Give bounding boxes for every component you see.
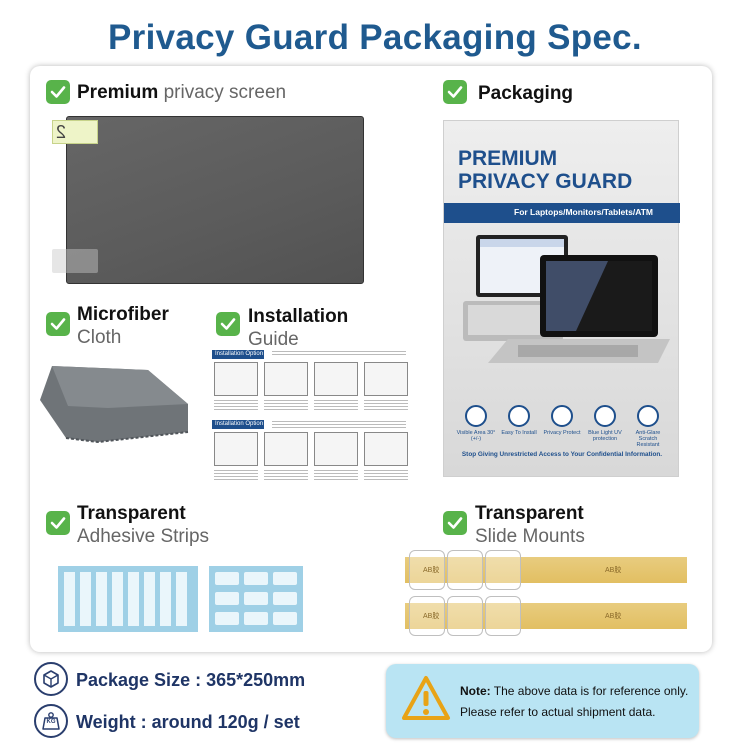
guide-text [272,351,406,356]
feature-visible-area: Visible Area 30°(+/-) [456,405,496,442]
dot [244,592,268,605]
installation-guide-image: Installation Option 1 Installation Optio… [212,350,408,484]
guide-step [314,432,358,466]
guide-step [364,362,408,396]
weight: Weight : around 120g / set [76,712,300,732]
screen-pull-tab [52,249,98,273]
guide-text [364,400,408,410]
strip [160,572,171,626]
diamond-icon [637,405,659,427]
dot [215,612,239,625]
dot [273,572,297,585]
box-footer: Stop Giving Unrestricted Access to Your … [461,451,663,458]
guide-text [314,400,358,410]
mount-clip [485,550,521,590]
box-headline: PREMIUM PRIVACY GUARD [458,147,633,193]
guide-step [214,362,258,396]
section-label-packaging: Packaging [478,83,574,104]
mount-clip [447,550,483,590]
laptop-illustration [463,235,670,363]
guide-step [214,432,258,466]
slide-mount: AB胶 AB胶 [405,550,687,590]
mount-clip [447,596,483,636]
microfiber-cloth-image [40,366,189,444]
section-label-premium: Premium privacy screen [77,82,287,103]
dot [244,612,268,625]
guide-text [214,470,258,480]
dot [244,572,268,585]
guide-option-2: Installation Option 2 [212,420,264,436]
feature-anti-glare: Anti-Glare Scratch Resistant [628,405,668,448]
guide-step [264,362,308,396]
guide-text [272,421,406,428]
packaging-box-image: PREMIUM PRIVACY GUARD For Laptops/Monito… [443,120,680,477]
guide-step [264,432,308,466]
warning-icon [402,676,450,720]
dot [273,592,297,605]
check-icon [443,80,467,104]
check-icon [46,511,70,535]
guide-text [214,400,258,410]
strip [96,572,107,626]
guide-text [314,470,358,480]
strip [176,572,187,626]
note-box: Note: The above data is for reference on… [386,664,699,738]
page-title: Privacy Guard Packaging Spec. [108,18,642,57]
strip [112,572,123,626]
dot [273,612,297,625]
adhesive-strips-image [58,566,198,632]
mount-print: AB胶 [605,613,622,620]
guide-text [264,400,308,410]
check-icon [46,312,70,336]
note-text: Note: The above data is for reference on… [460,684,689,719]
adhesive-dots-image [209,566,303,632]
check-icon [46,80,70,104]
eye-angle-icon [465,405,487,427]
mount-print: AB胶 [423,613,440,620]
dot [215,592,239,605]
shield-icon [594,405,616,427]
weight-icon-label: KG [46,719,56,725]
hammer-icon [508,405,530,427]
mount-clip [409,596,445,636]
dot [215,572,239,585]
eye-icon [551,405,573,427]
mount-print: AB胶 [423,567,440,574]
strip [128,572,139,626]
screen-sticker: 2 [52,120,98,144]
privacy-screen-image [66,116,364,284]
feature-blue-light: Blue Light UV protection [585,405,625,442]
mount-clip [409,550,445,590]
feature-easy-install: Easy To Install [499,405,539,436]
box-strip: For Laptops/Monitors/Tablets/ATM [444,203,680,223]
strip [144,572,155,626]
mount-print: AB胶 [605,567,622,574]
guide-text [364,470,408,480]
check-icon [443,511,467,535]
weight-icon: KG [34,704,68,738]
check-icon [216,312,240,336]
box-icon [34,662,68,696]
package-size: Package Size : 365*250mm [76,670,306,690]
guide-step [314,362,358,396]
strip [64,572,75,626]
feature-privacy: Privacy Protect [542,405,582,436]
guide-option-1: Installation Option 1 [212,350,264,366]
mount-clip [485,596,521,636]
guide-text [264,470,308,480]
guide-step [364,432,408,466]
slide-mount: AB胶 AB胶 [405,596,687,636]
strip [80,572,91,626]
